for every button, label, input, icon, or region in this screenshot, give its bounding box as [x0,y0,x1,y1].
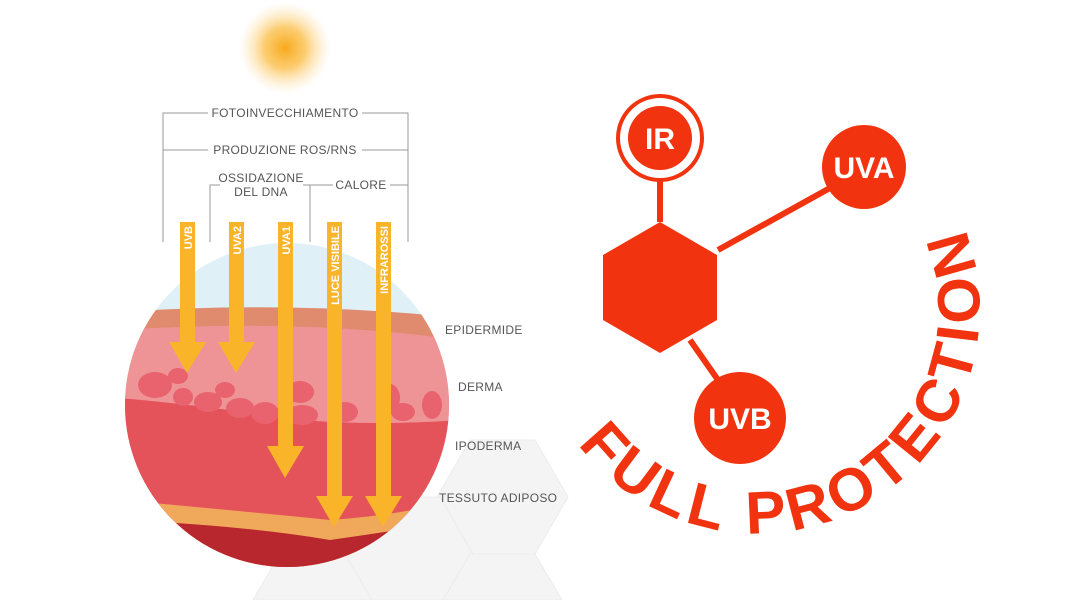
ray-label-infrared: INFRAROSSI [379,226,391,294]
ray-uva2 [218,222,255,373]
effect-heat: CALORE [335,178,386,192]
badge-ir: IR [616,94,704,182]
ray-label-uvb: UVB [183,226,195,249]
layer-label-adipose: TESSUTO ADIPOSO [439,491,557,505]
effect-dna-oxidation-line1: OSSIDAZIONE [218,171,303,185]
ray-label-uva1: UVA1 [281,226,293,255]
hexagon-icon [603,222,717,353]
badge-uvb: UVB [694,372,786,464]
svg-text:UVB: UVB [708,403,771,436]
layer-label-hypodermis: IPODERMA [455,439,521,453]
ray-uva1 [267,222,304,478]
rays [169,222,402,527]
ray-uvb [169,222,206,373]
ray-label-uva2: UVA2 [232,226,244,255]
effect-photoaging: FOTOINVECCHIAMENTO [212,106,359,120]
layer-label-epidermis: EPIDERMIDE [445,323,523,337]
molecule-bonds [657,178,832,382]
ray-label-visible-light: LUCE VISIBILE [330,226,342,305]
effect-brackets [162,112,409,242]
skin-cross-section [125,243,449,567]
ray-visible-light [316,222,353,527]
effect-ros-production: PRODUZIONE ROS/RNS [213,143,356,157]
ray-infrared [365,222,402,527]
svg-text:UVA: UVA [833,152,894,185]
svg-text:IR: IR [645,123,675,156]
effect-dna-oxidation-line2: DEL DNA [234,185,288,199]
layer-label-dermis: DERMA [458,380,503,394]
badge-uva: UVA [822,125,906,209]
sun-icon [239,2,331,94]
